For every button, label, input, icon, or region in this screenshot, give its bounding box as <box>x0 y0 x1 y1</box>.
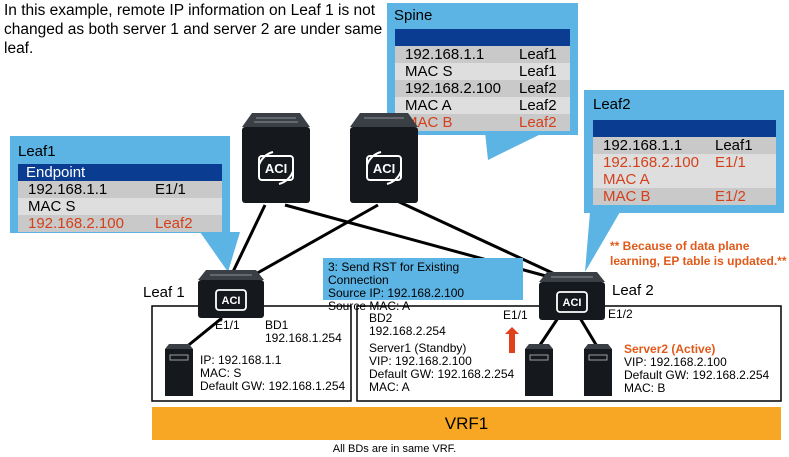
spine1-switch-icon: ACI <box>242 113 310 203</box>
rst-line2: Source IP: 192.168.2.100 <box>328 286 465 300</box>
link-leaf2-server2 <box>578 317 600 349</box>
leaf2-callout-title: Leaf2 <box>593 96 631 113</box>
spine-callout-tail <box>485 132 545 160</box>
spine-callout-title: Spine <box>394 7 433 24</box>
server2-icon <box>584 344 612 396</box>
server1-info: Server1 (Standby) VIP: 192.168.2.100 Def… <box>369 342 514 394</box>
server1-icon <box>525 344 553 396</box>
red-arrow-shaft <box>509 333 515 353</box>
link-spine2-leaf2 <box>394 198 573 284</box>
server2-info: Server2 (Active) VIP: 192.168.2.100 Defa… <box>624 343 769 395</box>
spine-table-header <box>395 29 570 46</box>
server2-vip: VIP: 192.168.2.100 <box>624 355 727 369</box>
link-spine2-leaf1 <box>244 203 379 282</box>
intro-text: In this example, remote IP information o… <box>4 2 383 57</box>
leaf2-label: Leaf 2 <box>612 282 654 299</box>
bd1-name: BD1 <box>265 318 289 332</box>
rst-line1: 3: Send RST for Existing Connection <box>328 260 460 287</box>
bd2-name: BD2 <box>369 311 393 325</box>
leaf1-table-header: Endpoint <box>18 164 222 181</box>
host-s-ip: IP: 192.168.1.1 <box>200 353 282 367</box>
leaf2-row: MAC A <box>593 171 776 188</box>
server2-name: Server2 (Active) <box>624 342 716 356</box>
server2-mac: MAC: B <box>624 381 666 395</box>
rst-callout: 3: Send RST for Existing Connection Sour… <box>323 258 523 313</box>
svg-text:ACI: ACI <box>265 161 287 176</box>
leaf1-label: Leaf 1 <box>143 284 185 301</box>
ep-update-note: ** Because of data plane learning, EP ta… <box>610 239 787 268</box>
leaf1-port-label: E1/1 <box>215 318 240 332</box>
bd1-gateway: 192.168.1.254 <box>265 331 342 345</box>
server1-vip: VIP: 192.168.2.100 <box>369 354 472 368</box>
link-leaf1-host <box>184 316 223 350</box>
server1-mac: MAC: A <box>369 380 410 394</box>
server2-gw: Default GW: 192.168.2.254 <box>624 368 770 382</box>
link-leaf2-server1 <box>536 317 560 349</box>
leaf1-callout-tail <box>200 232 240 272</box>
red-arrow-head <box>505 327 519 334</box>
leaf2-callout-tail <box>585 212 620 272</box>
svg-text:ACI: ACI <box>373 161 395 176</box>
server1-name: Server1 (Standby) <box>369 341 467 355</box>
host-s-info: IP: 192.168.1.1 MAC: S Default GW: 192.1… <box>200 354 345 393</box>
leaf2-port2-label: E1/2 <box>608 307 633 321</box>
host-s-gw: Default GW: 192.168.1.254 <box>200 379 346 393</box>
rst-line3: Source MAC: A <box>328 299 411 313</box>
bd2-gateway: 192.168.2.254 <box>369 324 446 338</box>
leaf1-callout-title: Leaf1 <box>18 143 56 160</box>
footer-note: All BDs are in same VRF. <box>332 443 457 455</box>
leaf2-table-header <box>593 120 776 137</box>
server1-gw: Default GW: 192.168.2.254 <box>369 367 515 381</box>
link-spine1-leaf1 <box>228 204 267 279</box>
vrf-bar: VRF1 <box>152 407 781 440</box>
host-s-server-icon <box>165 344 193 396</box>
spine2-switch-icon: ACI <box>350 113 418 203</box>
svg-text:ACI: ACI <box>563 297 582 309</box>
svg-text:ACI: ACI <box>222 295 241 307</box>
leaf2-switch-icon: ACI <box>539 272 605 320</box>
leaf1-row: MAC S <box>18 198 222 215</box>
leaf2-port1-label: E1/1 <box>503 308 528 322</box>
host-s-mac: MAC: S <box>200 366 242 380</box>
leaf1-switch-icon: ACI <box>198 270 264 318</box>
